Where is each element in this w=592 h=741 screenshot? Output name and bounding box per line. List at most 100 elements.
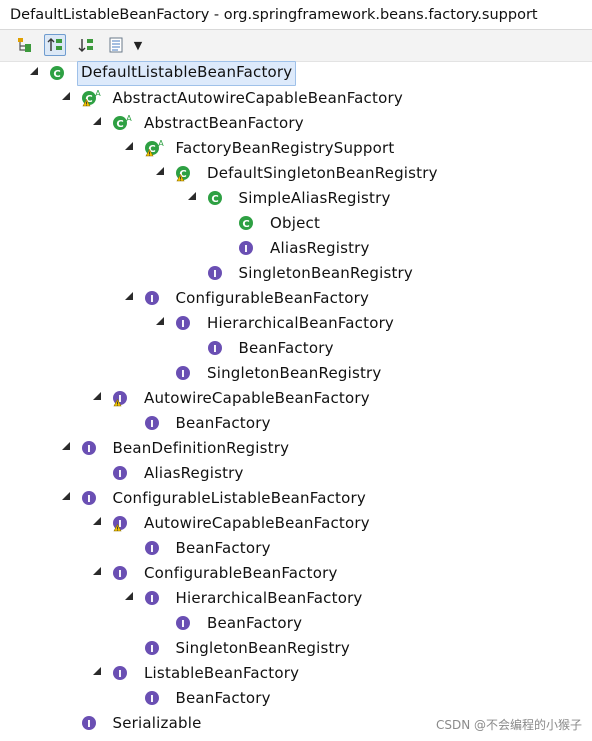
tree-node-label[interactable]: SingletonBeanRegistry	[207, 364, 382, 382]
tree-node[interactable]: I AliasRegistry	[0, 236, 592, 261]
tree-node-label[interactable]: AbstractBeanFactory	[144, 114, 304, 132]
svg-text:I: I	[118, 394, 122, 405]
tree-node-label[interactable]: SingletonBeanRegistry	[175, 639, 351, 657]
interface-icon: I	[112, 664, 132, 682]
expand-toggle-icon[interactable]	[156, 167, 164, 175]
subtype-hierarchy-icon[interactable]	[75, 34, 97, 56]
svg-text:I: I	[150, 694, 154, 705]
expand-toggle-icon[interactable]	[61, 442, 70, 450]
tree-node[interactable]: C DefaultSingletonBeanRegistry	[0, 161, 592, 186]
tree-node-label[interactable]: DefaultListableBeanFactory	[77, 61, 297, 86]
expand-toggle-icon[interactable]	[30, 67, 38, 75]
svg-text:C: C	[116, 119, 123, 130]
tree-node[interactable]: I BeanFactory	[0, 336, 592, 361]
svg-text:I: I	[150, 594, 154, 605]
tree-node-label[interactable]: SimpleAliasRegistry	[238, 189, 391, 207]
svg-text:I: I	[150, 644, 154, 655]
interface-icon: I	[81, 489, 101, 507]
interface-icon: I	[175, 364, 195, 382]
tree-node-label[interactable]: HierarchicalBeanFactory	[207, 314, 395, 332]
expand-toggle-icon[interactable]	[156, 317, 164, 325]
svg-text:I: I	[244, 244, 248, 255]
interface-icon: I	[144, 539, 164, 557]
expand-toggle-icon[interactable]	[124, 592, 133, 600]
tree-node-label[interactable]: AbstractAutowireCapableBeanFactory	[112, 89, 403, 107]
tree-node-label[interactable]: BeanFactory	[238, 339, 334, 357]
tree-node[interactable]: I SingletonBeanRegistry	[0, 361, 592, 386]
interface-icon: I	[207, 339, 227, 357]
tree-node-label[interactable]: BeanFactory	[175, 689, 271, 707]
svg-text:C: C	[211, 194, 218, 205]
tree-node-label[interactable]: BeanFactory	[207, 614, 303, 632]
window-title: DefaultListableBeanFactory - org.springf…	[0, 0, 592, 30]
tree-node-label[interactable]: BeanDefinitionRegistry	[112, 439, 290, 457]
tree-node-label[interactable]: Object	[270, 214, 321, 232]
interface-icon: I	[81, 714, 101, 732]
tree-node[interactable]: I HierarchicalBeanFactory	[0, 586, 592, 611]
tree-node-label[interactable]: HierarchicalBeanFactory	[175, 589, 363, 607]
tree-node-label[interactable]: ConfigurableBeanFactory	[175, 289, 370, 307]
tree-node-label[interactable]: ConfigurableBeanFactory	[144, 564, 338, 582]
tree-node[interactable]: I AutowireCapableBeanFactory	[0, 386, 592, 411]
expand-toggle-icon[interactable]	[93, 517, 101, 525]
tree-node[interactable]: I BeanFactory	[0, 686, 592, 711]
view-menu-chevron-down-icon[interactable]: ▼	[133, 38, 143, 52]
tree-node-label[interactable]: DefaultSingletonBeanRegistry	[207, 164, 438, 182]
expand-toggle-icon[interactable]	[93, 392, 101, 400]
expand-toggle-icon[interactable]	[187, 192, 196, 200]
tree-node-label[interactable]: FactoryBeanRegistrySupport	[175, 139, 395, 157]
tree-node-label[interactable]: AliasRegistry	[270, 239, 370, 257]
svg-text:I: I	[150, 294, 154, 305]
tree-node[interactable]: I BeanDefinitionRegistry	[0, 436, 592, 461]
svg-text:I: I	[150, 544, 154, 555]
tree-node[interactable]: I ConfigurableBeanFactory	[0, 286, 592, 311]
tree-node-label[interactable]: BeanFactory	[175, 414, 271, 432]
expand-toggle-icon[interactable]	[61, 92, 70, 100]
tree-node-label[interactable]: SingletonBeanRegistry	[238, 264, 414, 282]
history-list-icon[interactable]	[105, 34, 127, 56]
tree-node[interactable]: I Serializable	[0, 711, 592, 736]
hierarchy-tree-icon[interactable]	[14, 34, 36, 56]
expand-toggle-icon[interactable]	[61, 492, 70, 500]
interface-icon: I	[112, 564, 132, 582]
interface-icon: I	[81, 439, 101, 457]
interface-icon: I	[144, 639, 164, 657]
svg-text:C: C	[179, 169, 186, 180]
tree-node[interactable]: I BeanFactory	[0, 536, 592, 561]
expand-toggle-icon[interactable]	[93, 117, 101, 125]
tree-node-label[interactable]: AutowireCapableBeanFactory	[144, 514, 370, 532]
expand-toggle-icon[interactable]	[93, 667, 101, 675]
tree-node-label[interactable]: AliasRegistry	[144, 464, 244, 482]
expand-toggle-icon[interactable]	[93, 567, 101, 575]
svg-text:C: C	[53, 69, 60, 80]
tree-node[interactable]: I ListableBeanFactory	[0, 661, 592, 686]
interface-icon: I	[112, 389, 132, 407]
expand-toggle-icon[interactable]	[124, 142, 133, 150]
tree-node-label[interactable]: ListableBeanFactory	[144, 664, 300, 682]
tree-node[interactable]: I ConfigurableListableBeanFactory	[0, 486, 592, 511]
tree-node[interactable]: C DefaultListableBeanFactory	[0, 61, 592, 86]
tree-node-label[interactable]: AutowireCapableBeanFactory	[144, 389, 370, 407]
class-icon: C	[49, 64, 69, 82]
tree-node-label[interactable]: Serializable	[112, 714, 202, 732]
tree-node[interactable]: C SimpleAliasRegistry	[0, 186, 592, 211]
tree-node[interactable]: I ConfigurableBeanFactory	[0, 561, 592, 586]
tree-node[interactable]: I SingletonBeanRegistry	[0, 636, 592, 661]
expand-toggle-icon[interactable]	[124, 292, 133, 300]
svg-text:I: I	[118, 669, 122, 680]
tree-node-label[interactable]: ConfigurableListableBeanFactory	[112, 489, 366, 507]
supertype-hierarchy-icon[interactable]	[44, 34, 66, 56]
tree-node-label[interactable]: BeanFactory	[175, 539, 271, 557]
